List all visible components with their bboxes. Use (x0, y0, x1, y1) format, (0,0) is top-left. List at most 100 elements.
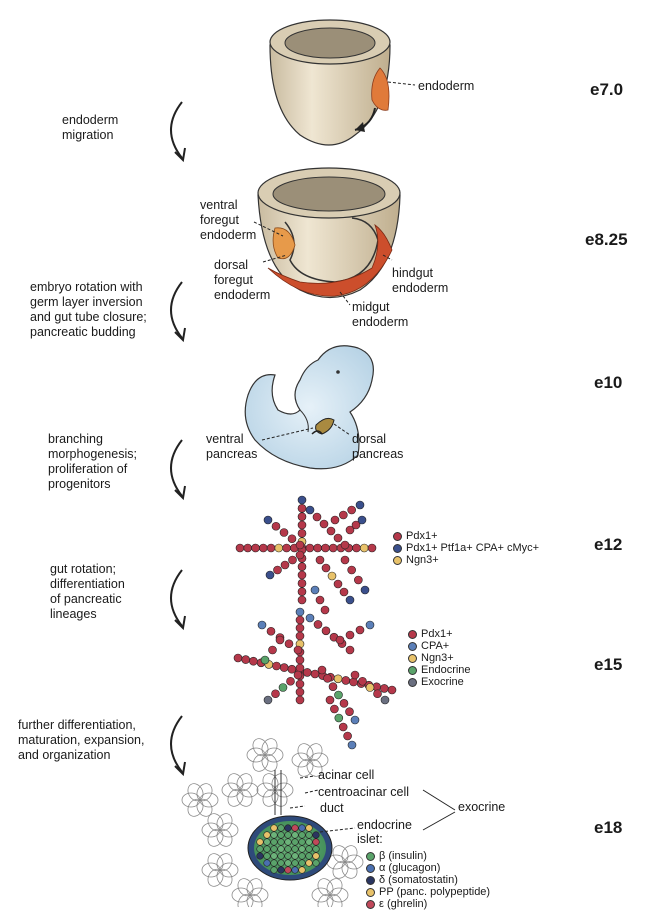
progenitor-cell (339, 511, 347, 519)
islet-cell (278, 846, 285, 853)
islet-cell (313, 860, 320, 867)
stage-label-e10: e10 (594, 373, 622, 393)
islet-cell (271, 860, 278, 867)
label-ventral-foregut: ventral foregut endoderm (200, 198, 256, 243)
legend-item: α (glucagon) (366, 862, 490, 874)
islet-cell (278, 839, 285, 846)
pancreatic-cell (339, 723, 347, 731)
step-further-differentiation: further differentiation, maturation, exp… (18, 718, 144, 763)
islet-cell (292, 853, 299, 860)
legend-swatch (408, 678, 417, 687)
legend-swatch (393, 532, 402, 541)
pancreatic-cell (316, 596, 324, 604)
legend-e12: Pdx1+ Pdx1+ Ptf1a+ CPA+ cMyc+ Ngn3+ (393, 530, 539, 566)
pancreatic-cell (280, 664, 288, 672)
islet-cell (285, 853, 292, 860)
legend-label: δ (somatostatin) (379, 874, 458, 886)
progenitor-cell (306, 506, 314, 514)
stage-label-e15: e15 (594, 655, 622, 675)
pancreatic-cell (294, 671, 302, 679)
islet-cell (306, 853, 313, 860)
label-centroacinar-cell: centroacinar cell (318, 785, 409, 800)
progenitor-cell (368, 544, 376, 552)
legend-item: CPA+ (408, 640, 471, 652)
pancreatic-cell (321, 606, 329, 614)
islet-cell (313, 846, 320, 853)
pancreatic-cell (335, 714, 343, 722)
progenitor-cell (274, 566, 282, 574)
legend-label: α (glucagon) (379, 862, 440, 874)
legend-swatch (408, 654, 417, 663)
islet-cell (271, 867, 278, 874)
step-gut-rotation: gut rotation; differentiation of pancrea… (50, 562, 125, 622)
islet-cell (299, 825, 306, 832)
legend-label: PP (panc. polypeptide) (379, 886, 490, 898)
progenitor-cell (252, 544, 260, 552)
islet-cell (278, 867, 285, 874)
progenitor-cell (348, 506, 356, 514)
progenitor-cell (356, 501, 364, 509)
legend-item: ε (ghrelin) (366, 898, 490, 910)
legend-item: Pdx1+ (393, 530, 539, 542)
islet-cell (285, 846, 292, 853)
islet-cell (257, 853, 264, 860)
pancreatic-cell (303, 668, 311, 676)
legend-label: β (insulin) (379, 850, 427, 862)
islet-cell (299, 853, 306, 860)
pancreatic-cell (267, 627, 275, 635)
label-exocrine: exocrine (458, 800, 505, 815)
pancreatic-cell (296, 656, 304, 664)
legend-item: Pdx1+ (408, 628, 471, 640)
progenitor-cell (267, 544, 275, 552)
label-dorsal-pancreas: dorsal pancreas (352, 432, 403, 462)
progenitor-cell (348, 566, 356, 574)
islet-cell (264, 860, 271, 867)
legend-e15: Pdx1+ CPA+ Ngn3+ Endocrine Exocrine (408, 628, 471, 688)
pancreatic-cell (279, 684, 287, 692)
progenitor-cell (331, 516, 339, 524)
legend-item: Exocrine (408, 676, 471, 688)
legend-swatch (408, 630, 417, 639)
legend-swatch (408, 642, 417, 651)
pancreatic-cell (346, 708, 354, 716)
islet-cell (285, 860, 292, 867)
islet-cell (299, 860, 306, 867)
islet-cell (306, 846, 313, 853)
progenitor-cell (298, 563, 306, 571)
pancreatic-cell (273, 662, 281, 670)
progenitor-cell (298, 579, 306, 587)
pancreatic-cell (306, 614, 314, 622)
islet-cell (313, 832, 320, 839)
pancreatic-cell (351, 716, 359, 724)
transition-arrows (171, 102, 185, 774)
islet-cell (264, 832, 271, 839)
islet-cell (285, 825, 292, 832)
legend-item: δ (somatostatin) (366, 874, 490, 886)
legend-item: Ngn3+ (408, 652, 471, 664)
legend-label: Exocrine (421, 676, 464, 688)
pancreatic-cell (348, 741, 356, 749)
legend-label: CPA+ (421, 640, 449, 652)
progenitor-cell (236, 544, 244, 552)
islet-cell (278, 853, 285, 860)
label-duct: duct (320, 801, 344, 816)
islet-cell (278, 860, 285, 867)
progenitor-cell (288, 535, 296, 543)
progenitor-cell (329, 544, 337, 552)
progenitor-cell (280, 529, 288, 537)
pancreatic-cell (388, 686, 396, 694)
progenitor-cell (298, 513, 306, 521)
pancreatic-cell (346, 631, 354, 639)
progenitor-cell (264, 516, 272, 524)
progenitor-cell (314, 544, 322, 552)
pancreatic-cell (285, 640, 293, 648)
pancreatic-cell (318, 666, 326, 674)
pancreatic-cell (261, 656, 269, 664)
pancreatic-cell (269, 646, 277, 654)
progenitor-cell (283, 544, 291, 552)
islet-cell (313, 839, 320, 846)
pancreatic-cell (366, 621, 374, 629)
legend-label: Pdx1+ (406, 530, 438, 542)
islet-cell (271, 825, 278, 832)
pancreatic-cell (329, 683, 337, 691)
